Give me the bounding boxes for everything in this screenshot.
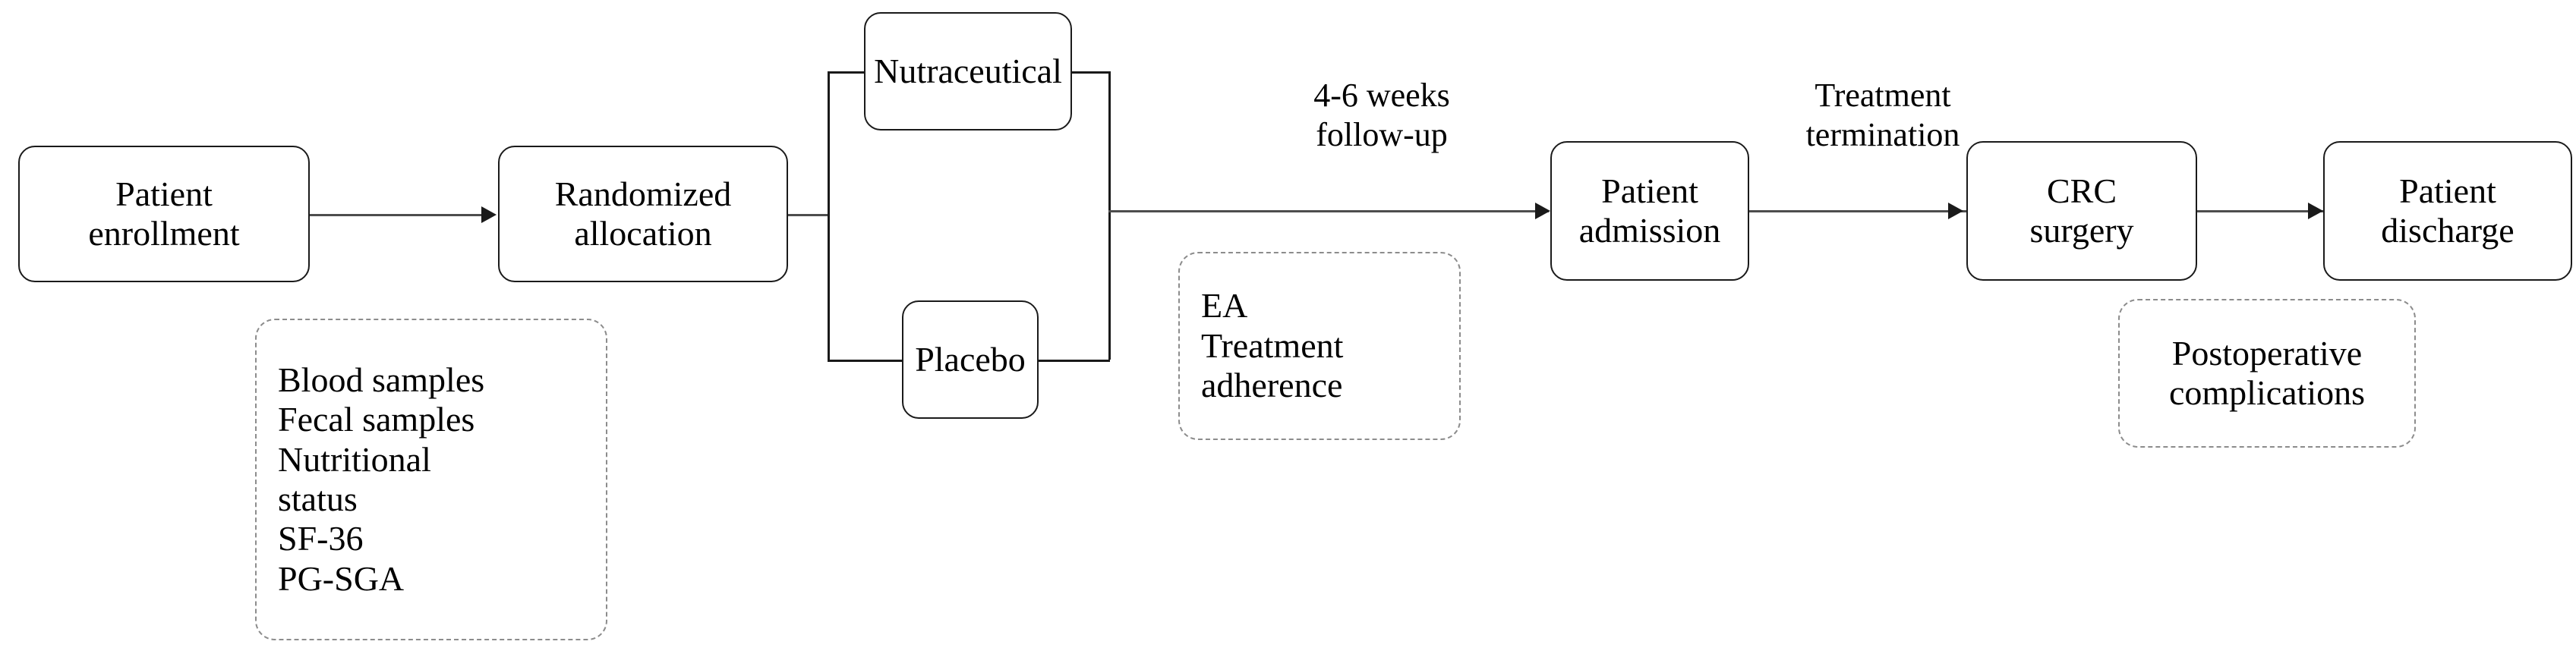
arrowhead-discharge — [2308, 203, 2323, 219]
node-placebo[interactable]: Placebo — [902, 300, 1039, 419]
label-follow-up-text: 4-6 weeks follow-up — [1313, 76, 1450, 153]
label-treatment-termination: Treatment termination — [1739, 36, 2027, 155]
connector-allocation-to-bracket — [788, 214, 829, 216]
annotation-baseline-assessments-label: Blood samples Fecal samples Nutritional … — [278, 360, 485, 598]
connector-bracket-to-placebo — [828, 360, 902, 362]
node-patient-admission[interactable]: Patient admission — [1550, 141, 1749, 281]
annotation-ea-treatment-adherence-label: EA Treatment adherence — [1201, 286, 1344, 405]
label-follow-up: 4-6 weeks follow-up — [1260, 36, 1503, 155]
label-treatment-termination-text: Treatment termination — [1805, 76, 1960, 153]
bracket-right-vertical — [1108, 71, 1111, 360]
node-patient-enrollment[interactable]: Patient enrollment — [18, 146, 310, 282]
bracket-left-vertical — [828, 71, 830, 360]
node-patient-enrollment-label: Patient enrollment — [88, 174, 240, 253]
node-crc-surgery-label: CRC surgery — [2029, 171, 2134, 250]
node-nutraceutical-label: Nutraceutical — [874, 51, 1062, 90]
arrowhead-allocation — [481, 206, 497, 223]
connector-bracket-to-admission — [1108, 210, 1549, 212]
annotation-postoperative-complications[interactable]: Postoperative complications — [2118, 299, 2416, 448]
node-patient-discharge-label: Patient discharge — [2381, 171, 2515, 250]
annotation-baseline-assessments[interactable]: Blood samples Fecal samples Nutritional … — [255, 319, 607, 640]
connector-surgery-to-discharge — [2196, 210, 2325, 212]
node-patient-admission-label: Patient admission — [1578, 171, 1721, 250]
connector-placebo-to-bracket — [1039, 360, 1110, 362]
node-patient-discharge[interactable]: Patient discharge — [2323, 141, 2572, 281]
node-crc-surgery[interactable]: CRC surgery — [1966, 141, 2197, 281]
connector-enrollment-to-allocation — [310, 214, 483, 216]
connector-nutraceutical-to-bracket — [1072, 71, 1110, 74]
node-nutraceutical[interactable]: Nutraceutical — [864, 12, 1072, 130]
annotation-postoperative-complications-label: Postoperative complications — [2168, 333, 2366, 412]
arrowhead-admission — [1535, 203, 1550, 219]
arrowhead-surgery — [1948, 203, 1963, 219]
connector-admission-to-surgery — [1748, 210, 1967, 212]
node-randomized-allocation[interactable]: Randomized allocation — [498, 146, 788, 282]
node-placebo-label: Placebo — [915, 339, 1026, 379]
connector-bracket-to-nutraceutical — [828, 71, 864, 74]
annotation-ea-treatment-adherence[interactable]: EA Treatment adherence — [1178, 252, 1461, 440]
node-randomized-allocation-label: Randomized allocation — [554, 174, 732, 253]
